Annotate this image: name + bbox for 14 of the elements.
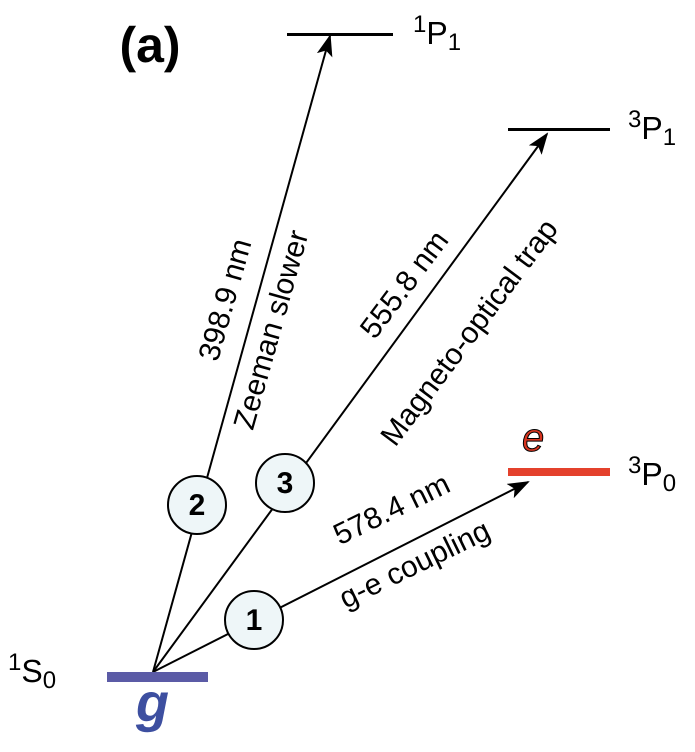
panel-label: (a) [119, 20, 181, 70]
callout-number: 3 [255, 453, 315, 513]
level-label: g [136, 676, 169, 730]
arrow [152, 132, 548, 673]
level-label: $^{1}$P$_{1}$ [413, 17, 462, 49]
callout-number: 2 [167, 475, 227, 535]
level-label: $^{1}$S$_{0}$ [8, 655, 56, 687]
energy-level-line [287, 33, 393, 36]
callout-number: 1 [224, 590, 284, 650]
arrow [152, 34, 332, 672]
level-label: $^{3}$P$_{0}$ [628, 458, 676, 490]
level-label: e [522, 418, 544, 458]
level-label: $^{3}$P$_{1}$ [628, 112, 676, 144]
energy-level-line [508, 128, 610, 131]
